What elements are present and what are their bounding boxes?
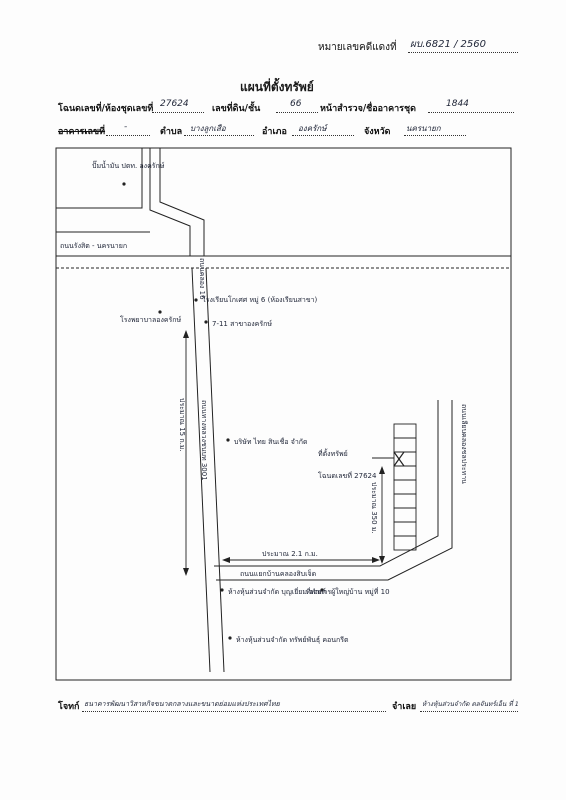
defendant-underline xyxy=(420,711,518,712)
store2-label: ที่ทำการผู้ใหญ่บ้าน หมู่ที่ 10 xyxy=(306,587,390,596)
gas-station-dot xyxy=(122,182,126,186)
amphoe-value: องครักษ์ xyxy=(298,124,327,133)
defendant-label: จำเลย xyxy=(392,702,417,712)
building-label: อาคารเลขที่ xyxy=(58,127,106,137)
building-underline xyxy=(106,135,150,136)
side-road-label: ถนนแยกบ้านคลองสิบเจ็ด xyxy=(240,569,316,578)
tambon-label: ตำบล xyxy=(160,127,183,137)
survey-label: หน้าสำรวจ/ชื่ออาคารชุด xyxy=(320,104,416,114)
survey-value: 1844 xyxy=(446,99,469,109)
property-marker-b xyxy=(393,451,405,467)
building-lots xyxy=(393,423,417,551)
store3-label: ห้างหุ้นส่วนจำกัด ทรัพย์พันธุ์ คอนกรีต xyxy=(236,636,349,644)
main-road-right xyxy=(205,267,225,673)
store1-label: ห้างหุ้นส่วนจำกัด บุญเยี่ยม ออยล์ xyxy=(228,587,326,596)
deed-underline xyxy=(152,112,204,113)
highway-label: ถนนรังสิต - นครนายก xyxy=(60,242,127,250)
school-dot xyxy=(194,298,198,302)
km-distance-label: ประมาณ 15 ก.ม. xyxy=(178,398,186,452)
case-number-underline xyxy=(408,52,518,53)
company-label: บริษัท ไทย สินเชื่อ จำกัด xyxy=(234,437,308,446)
province-underline xyxy=(404,135,466,136)
school-label: โรงเรียนโกเศศ หมู่ 6 (ห้องเรียนสาขา) xyxy=(202,295,318,304)
main-road-left xyxy=(191,267,211,673)
hospital-dot xyxy=(158,310,162,314)
document-title: แผนที่ตั้งทรัพย์ xyxy=(240,80,314,94)
horizontal-distance-label: ประมาณ 2.1 ก.ม. xyxy=(262,550,318,558)
survey-underline xyxy=(428,112,514,113)
building-value: - xyxy=(124,122,128,132)
province-value: นครนายก xyxy=(406,124,441,133)
road-upper-left xyxy=(149,148,191,256)
amphoe-underline xyxy=(292,135,354,136)
deed-value: 27624 xyxy=(160,99,189,109)
case-number-value: ผบ.6821 / 2560 xyxy=(410,39,487,50)
plaintiff-label: โจทก์ xyxy=(58,702,80,712)
deed-label: โฉนดเลขที่/ห้องชุดเลขที่ xyxy=(58,104,154,114)
gas-station-label: ปั๊มน้ำมัน ปตท. องครักษ์ xyxy=(92,159,165,170)
seven-eleven-label: 7-11 สาขาองครักษ์ xyxy=(212,320,272,328)
plaintiff-value: ธนาคารพัฒนาวิสาหกิจขนาดกลางและขนาดย่อมแห… xyxy=(84,700,280,708)
store1-dot xyxy=(220,588,224,592)
plaintiff-underline xyxy=(82,711,386,712)
road-upper-right xyxy=(159,148,205,256)
map-frame xyxy=(55,147,512,681)
property-deed-label: โฉนดเลขที่ 27624 xyxy=(318,471,377,480)
tambon-value: บางลูกเสือ xyxy=(190,124,226,133)
amphoe-label: อำเภอ xyxy=(262,127,287,137)
defendant-value: ห้างหุ้นส่วนจำกัด ดลจันทร์เอ็น ที่ 1 xyxy=(422,700,519,708)
seven-eleven-dot xyxy=(204,320,208,324)
side-road-top xyxy=(214,400,439,567)
canal-road-label: ถนนคลอง 16 xyxy=(198,258,206,300)
province-label: จังหวัด xyxy=(364,127,391,137)
tambon-underline xyxy=(184,135,254,136)
store2-dot xyxy=(320,588,324,592)
right-road-label: ถนนเลียบคลองชลประทาน xyxy=(460,404,468,484)
store3-dot xyxy=(228,636,232,640)
vertical-distance-label: ประมาณ 350 ม. xyxy=(370,482,378,534)
land-number-value: 66 xyxy=(290,99,302,109)
property-label: ที่ตั้งทรัพย์ xyxy=(318,447,348,458)
side-road-bottom xyxy=(216,400,453,581)
hospital-label: โรงพยาบาลองครักษ์ xyxy=(120,315,182,324)
road-number-label: ถนนทางหลวงชนบท 3001 xyxy=(200,400,208,481)
case-number-label: หมายเลขคดีแดงที่ xyxy=(318,42,397,53)
land-number-label: เลขที่ดิน/ชั้น xyxy=(212,104,261,114)
company-dot xyxy=(226,438,230,442)
gas-station-box xyxy=(56,148,143,209)
land-number-underline xyxy=(276,112,318,113)
